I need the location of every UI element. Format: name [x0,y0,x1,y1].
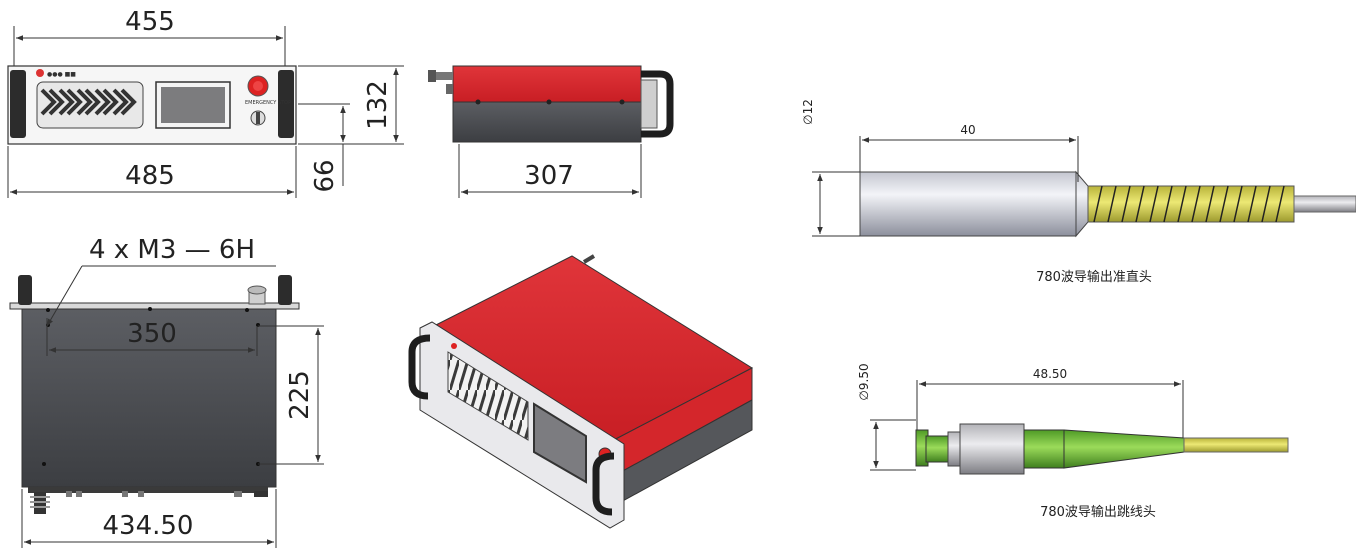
dimension-labels: 455 485 132 66 307 4 x M3 — 6H 350 225 4… [89,7,1156,541]
key-switch-icon [250,110,266,126]
iso-handles [408,334,615,516]
dim-front-width-485: 485 [125,161,175,191]
dim-collimator-length: 40 [960,123,975,137]
isometric-view [408,254,754,529]
emergency-stop-icon: EMERGENCY STOP [245,75,291,106]
side-handle [640,70,674,138]
dim-hole-spacing-350: 350 [127,319,177,349]
dim-connector-diameter: ∅9.50 [857,363,871,400]
front-panel: ●●● ■■ EMERGENCY STOP [7,65,297,145]
dim-hole-spacing-225: 225 [285,370,315,420]
hole-spec-label: 4 x M3 — 6H [89,235,255,265]
bottom-view [9,275,300,514]
connector-drawing [915,423,1289,475]
dim-front-height-66: 66 [310,159,340,192]
dim-bottom-width-434-50: 434.50 [103,511,194,541]
collimator-drawing [859,170,1356,238]
bottom-rear-connectors [28,487,268,514]
side-view [428,65,674,143]
collimator-caption: 780波导输出准直头 [1036,269,1152,285]
iso-front-panel [419,321,625,529]
svg-text:EMERGENCY STOP: EMERGENCY STOP [245,100,291,106]
connector-caption: 780波导输出跳线头 [1040,504,1156,520]
svg-text:●●● ■■: ●●● ■■ [47,71,76,78]
dimension-lines [7,26,1184,548]
front-vent-grille [36,81,144,129]
front-display-screen [155,81,231,129]
front-view: ●●● ■■ EMERGENCY STOP [7,65,297,145]
collimator-spring [1093,185,1285,223]
side-rear-connector [428,70,453,94]
dim-side-depth-307: 307 [524,161,574,191]
dim-collimator-diameter: ∅12 [801,99,815,125]
dim-front-width-455: 455 [125,7,175,37]
dim-connector-length: 48.50 [1033,367,1067,381]
dim-front-height-132: 132 [363,80,393,130]
